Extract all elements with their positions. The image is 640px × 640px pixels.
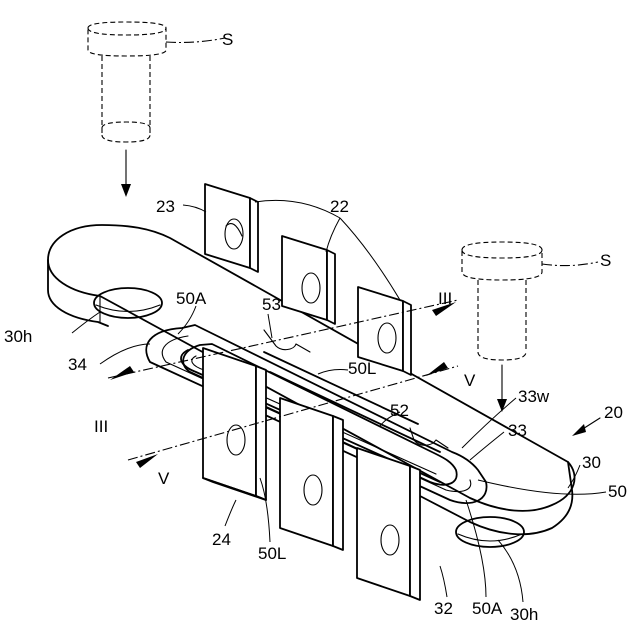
label-24: 24: [212, 530, 231, 549]
label-34: 34: [68, 355, 87, 374]
label-33w: 33w: [518, 387, 550, 406]
label-53: 53: [262, 295, 281, 314]
label-33: 33: [508, 421, 527, 440]
label-52: 52: [390, 401, 409, 420]
label-s-top: S: [222, 30, 233, 49]
label-50l-right: 50L: [348, 359, 376, 378]
label-iii-left: III: [94, 417, 108, 436]
label-s-right: S: [600, 251, 611, 270]
label-50l-bottom: 50L: [258, 544, 286, 563]
label-v-right: V: [464, 371, 476, 390]
label-30h-left: 30h: [4, 327, 32, 346]
label-50a-bottom: 50A: [472, 599, 503, 618]
label-32: 32: [434, 599, 453, 618]
label-50a-top: 50A: [176, 289, 207, 308]
label-20: 20: [604, 403, 623, 422]
insertion-arrow-right: [497, 365, 507, 412]
label-30: 30: [582, 453, 601, 472]
assembly-20-arrow: [572, 418, 600, 436]
label-30h-right: 30h: [510, 605, 538, 624]
busbar-23: [205, 184, 258, 272]
label-22: 22: [330, 197, 349, 216]
screw-s-right: [462, 242, 598, 360]
label-iii-right: III: [438, 289, 452, 308]
label-50: 50: [608, 482, 627, 501]
busbar-24-c: [357, 448, 420, 600]
busbar-24: [203, 348, 266, 500]
insertion-arrow-top: [121, 150, 131, 197]
screw-s-top: [88, 22, 225, 142]
label-v-left: V: [158, 469, 170, 488]
busbar-24-b: [280, 398, 343, 550]
label-23: 23: [156, 197, 175, 216]
